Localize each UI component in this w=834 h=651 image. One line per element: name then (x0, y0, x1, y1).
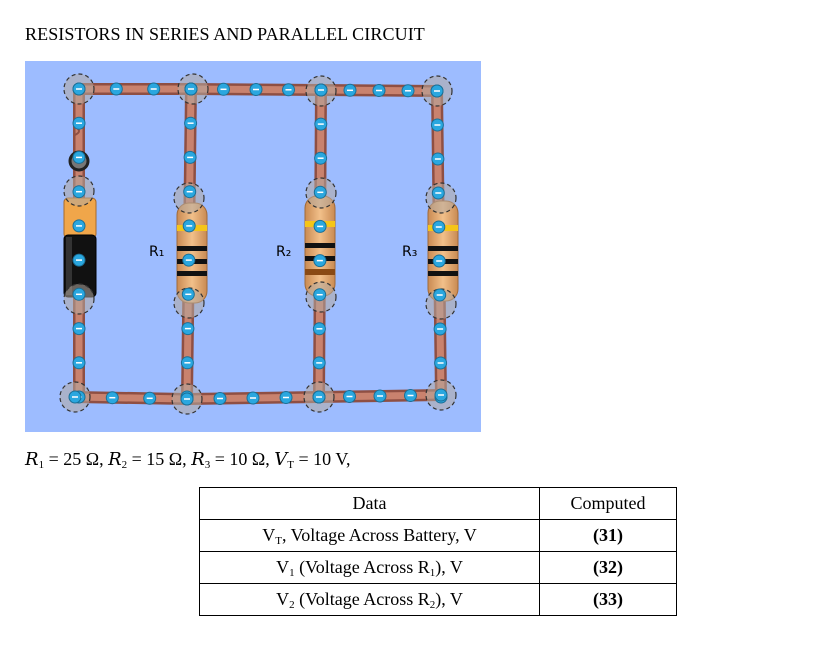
answer-cell[interactable]: (33) (539, 583, 677, 616)
wires (69, 83, 447, 405)
vt-value: = 10 V, (294, 449, 351, 469)
resistor-label-r1: R₁ (149, 244, 164, 260)
header-data: Data (199, 487, 540, 520)
r1-symbol: R (25, 449, 39, 470)
resistor-label-r3: R₃ (402, 244, 417, 260)
table-row: V2 (Voltage Across R2), V (33) (199, 583, 677, 616)
circuit-diagram: R₁ R₂ R₃ (59, 73, 459, 415)
row-label: VT, Voltage Across Battery, V (199, 519, 540, 552)
table-header-row: Data Computed (199, 487, 677, 520)
table-row: V1 (Voltage Across R1), V (32) (199, 551, 677, 584)
r3-sub: 3 (204, 459, 211, 471)
data-table: Data Computed VT, Voltage Across Battery… (199, 487, 677, 616)
vt-sub: T (287, 459, 295, 471)
answer-cell[interactable]: (31) (539, 519, 677, 552)
r3-symbol: R (191, 449, 205, 470)
r1-sub: 1 (38, 459, 45, 471)
header-computed: Computed (539, 487, 677, 520)
components: R₁ R₂ R₃ (63, 118, 459, 304)
circuit-simulation[interactable]: R₁ R₂ R₃ (25, 61, 481, 432)
table-row: VT, Voltage Across Battery, V (31) (199, 519, 677, 552)
electrons (68, 82, 448, 406)
answer-cell[interactable]: (32) (539, 551, 677, 584)
r2-value: = 15 Ω, (127, 449, 192, 469)
junctions (59, 73, 457, 415)
row-label: V1 (Voltage Across R1), V (199, 551, 540, 584)
vt-symbol: V (274, 449, 288, 470)
resistor-r3[interactable] (427, 200, 459, 302)
page-title: RESISTORS IN SERIES AND PARALLEL CIRCUIT (25, 24, 425, 44)
given-values: R1 = 25 Ω, R2 = 15 Ω, R3 = 10 Ω, VT = 10… (25, 449, 351, 471)
r2-symbol: R (108, 449, 122, 470)
resistor-label-r2: R₂ (276, 244, 291, 260)
battery[interactable] (63, 197, 97, 298)
r3-value: = 10 Ω, (210, 449, 275, 469)
row-label: V2 (Voltage Across R2), V (199, 583, 540, 616)
resistor-r2[interactable] (304, 195, 336, 297)
r2-sub: 2 (121, 459, 128, 471)
r1-value: = 25 Ω, (44, 449, 109, 469)
